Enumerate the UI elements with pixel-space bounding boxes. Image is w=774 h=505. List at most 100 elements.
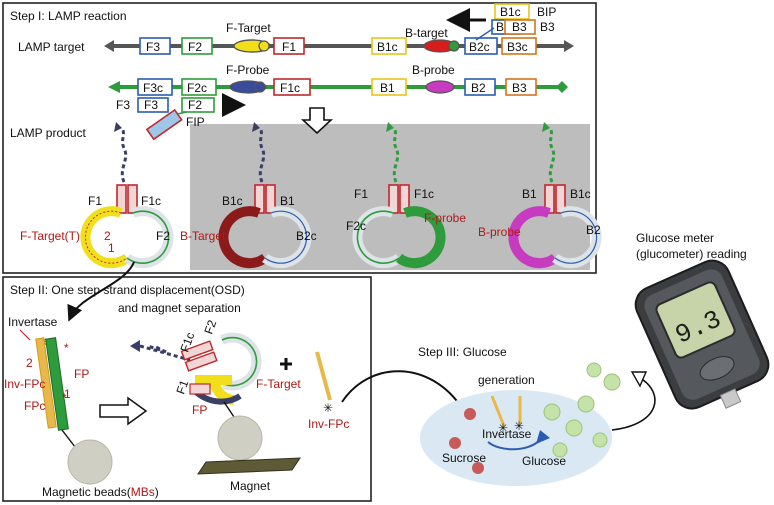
target-left-tip bbox=[104, 40, 114, 52]
meter-strip-port bbox=[719, 388, 742, 409]
seg-B3-label: B3 bbox=[512, 81, 527, 95]
product4-right: B1c bbox=[570, 187, 591, 201]
step2-to-step3-curve bbox=[341, 370, 463, 409]
f-probe-cap bbox=[254, 81, 266, 93]
seg-B1-label: B1 bbox=[380, 81, 395, 95]
f-target-label-2: F-Target bbox=[256, 377, 301, 391]
sucrose-dot-2 bbox=[449, 437, 461, 449]
seg-F1c bbox=[273, 78, 311, 96]
product2-right: B1 bbox=[280, 194, 295, 208]
f1c-label: F1c bbox=[177, 330, 197, 354]
product3-bottom-right: F-probe bbox=[424, 211, 466, 225]
magnet-label: Magnet bbox=[230, 479, 271, 493]
bip-link bbox=[475, 27, 495, 41]
meter-button[interactable] bbox=[697, 352, 738, 385]
b-target-cap bbox=[448, 40, 460, 52]
probe-left-tip bbox=[108, 81, 120, 93]
seg-B1c-label: B1c bbox=[377, 40, 398, 54]
glucose-dot-5 bbox=[592, 432, 608, 448]
fip-label: FIP bbox=[186, 115, 205, 129]
beads-mbs: MBs bbox=[131, 485, 155, 499]
pool-strand-1 bbox=[490, 395, 506, 427]
fpc-label: FPc bbox=[24, 399, 45, 413]
beads-prefix: Magnetic beads( bbox=[42, 485, 131, 499]
seg-B1c bbox=[371, 37, 407, 55]
released-invertase-star-icon: ✳ bbox=[323, 401, 333, 415]
star-mark-2: * bbox=[62, 391, 67, 405]
pool-to-meter-arrowhead bbox=[630, 371, 648, 388]
product1-left: F1 bbox=[88, 194, 102, 208]
sucrose-dot-1 bbox=[464, 408, 476, 420]
seg-F2-label: F2 bbox=[188, 40, 202, 54]
product1-inner-1: 1 bbox=[108, 241, 115, 255]
fip-F2-label: F2 bbox=[188, 98, 202, 112]
step3-generation: generation bbox=[478, 373, 535, 387]
bip-B1c bbox=[494, 3, 530, 20]
step1-frame bbox=[2, 2, 597, 274]
step2-title-line2: and magnet separation bbox=[118, 301, 241, 315]
sucrose-dot-3 bbox=[472, 462, 484, 474]
pool-invertase-star-2: ✳ bbox=[514, 419, 524, 433]
beads-caption: Magnetic beads(MBs) bbox=[42, 485, 159, 499]
glucose-dot-6 bbox=[603, 373, 621, 391]
glucose-dot-4 bbox=[552, 442, 568, 458]
pool-invertase-star-1: ✳ bbox=[498, 421, 508, 435]
step2-frame bbox=[2, 276, 372, 502]
product1-bottom-right: F2 bbox=[156, 229, 170, 243]
glucometer: 9.3 bbox=[634, 259, 770, 410]
num-2: 2 bbox=[26, 356, 33, 370]
fip-F3-outer: F3 bbox=[116, 98, 130, 112]
glucose-dot-1 bbox=[543, 403, 561, 421]
product-4: B1 B1c B-probe B2 bbox=[478, 122, 602, 269]
fip-F3 bbox=[137, 97, 169, 113]
beads-suffix: ) bbox=[155, 485, 159, 499]
meter-label-line1: Glucose meter bbox=[636, 231, 714, 245]
fip-primer-tilted bbox=[145, 108, 183, 141]
glucose-dot-3 bbox=[577, 395, 595, 413]
product2-bottom-left: B-Target bbox=[180, 229, 226, 243]
invertase-label: Invertase bbox=[8, 315, 58, 329]
bip-B3-label: B3 bbox=[512, 20, 527, 34]
product-3: F1 F1c F2c F-probe bbox=[346, 122, 466, 269]
seg-B3c-label: B3c bbox=[507, 40, 528, 54]
pool-to-meter-arrow bbox=[611, 377, 656, 431]
product4-left: B1 bbox=[522, 187, 537, 201]
seg-B2 bbox=[464, 78, 496, 96]
fp-label-2: FP bbox=[192, 403, 207, 417]
inv-fpc-strand bbox=[35, 337, 57, 429]
product2-left: B1c bbox=[222, 194, 243, 208]
fp-strand bbox=[45, 337, 69, 431]
step2-title-line1: Step II: One step strand displacement(OS… bbox=[10, 283, 245, 297]
inv-fpc-label: Inv-FPc bbox=[4, 377, 45, 391]
product3-bottom-left: F2c bbox=[346, 219, 366, 233]
f1-label: F1 bbox=[173, 378, 191, 396]
glucose-dot-7 bbox=[586, 362, 602, 378]
down-hollow-arrow bbox=[300, 107, 334, 135]
seg-B3c bbox=[501, 37, 537, 55]
f-probe-label: F-Probe bbox=[226, 63, 270, 77]
b-probe-label: B-probe bbox=[412, 63, 455, 77]
probe-right-tip bbox=[556, 81, 568, 93]
glucose-label: Glucose bbox=[522, 454, 566, 468]
seg-F3-label: F3 bbox=[146, 40, 160, 54]
plus-icon bbox=[280, 358, 292, 370]
product4-bottom-right: B2 bbox=[586, 223, 601, 237]
pool-conversion-arrowhead bbox=[536, 430, 550, 444]
f-target-label: F-Target bbox=[226, 21, 271, 35]
product1-right: F1c bbox=[141, 194, 161, 208]
step3-invertase: Invertase bbox=[482, 427, 532, 441]
product1-bottom-left: F-Target(T) bbox=[20, 229, 80, 243]
seg-F1c-label: F1c bbox=[280, 81, 300, 95]
magnetic-bead-1 bbox=[67, 439, 113, 485]
bip-B1c-label: B1c bbox=[500, 5, 521, 19]
seg-F1 bbox=[273, 37, 305, 55]
f-target-cap bbox=[258, 40, 270, 52]
seg-B3 bbox=[505, 78, 537, 96]
product1-inner-2: 2 bbox=[104, 229, 111, 243]
fp-label: FP bbox=[74, 367, 89, 381]
sucrose-label: Sucrose bbox=[442, 451, 486, 465]
product-1: F1 F1c F-Target(T) F2 2 1 bbox=[20, 122, 174, 269]
product3-left: F1 bbox=[354, 187, 368, 201]
product-2: B1c B1 B-Target B2c bbox=[180, 122, 317, 269]
